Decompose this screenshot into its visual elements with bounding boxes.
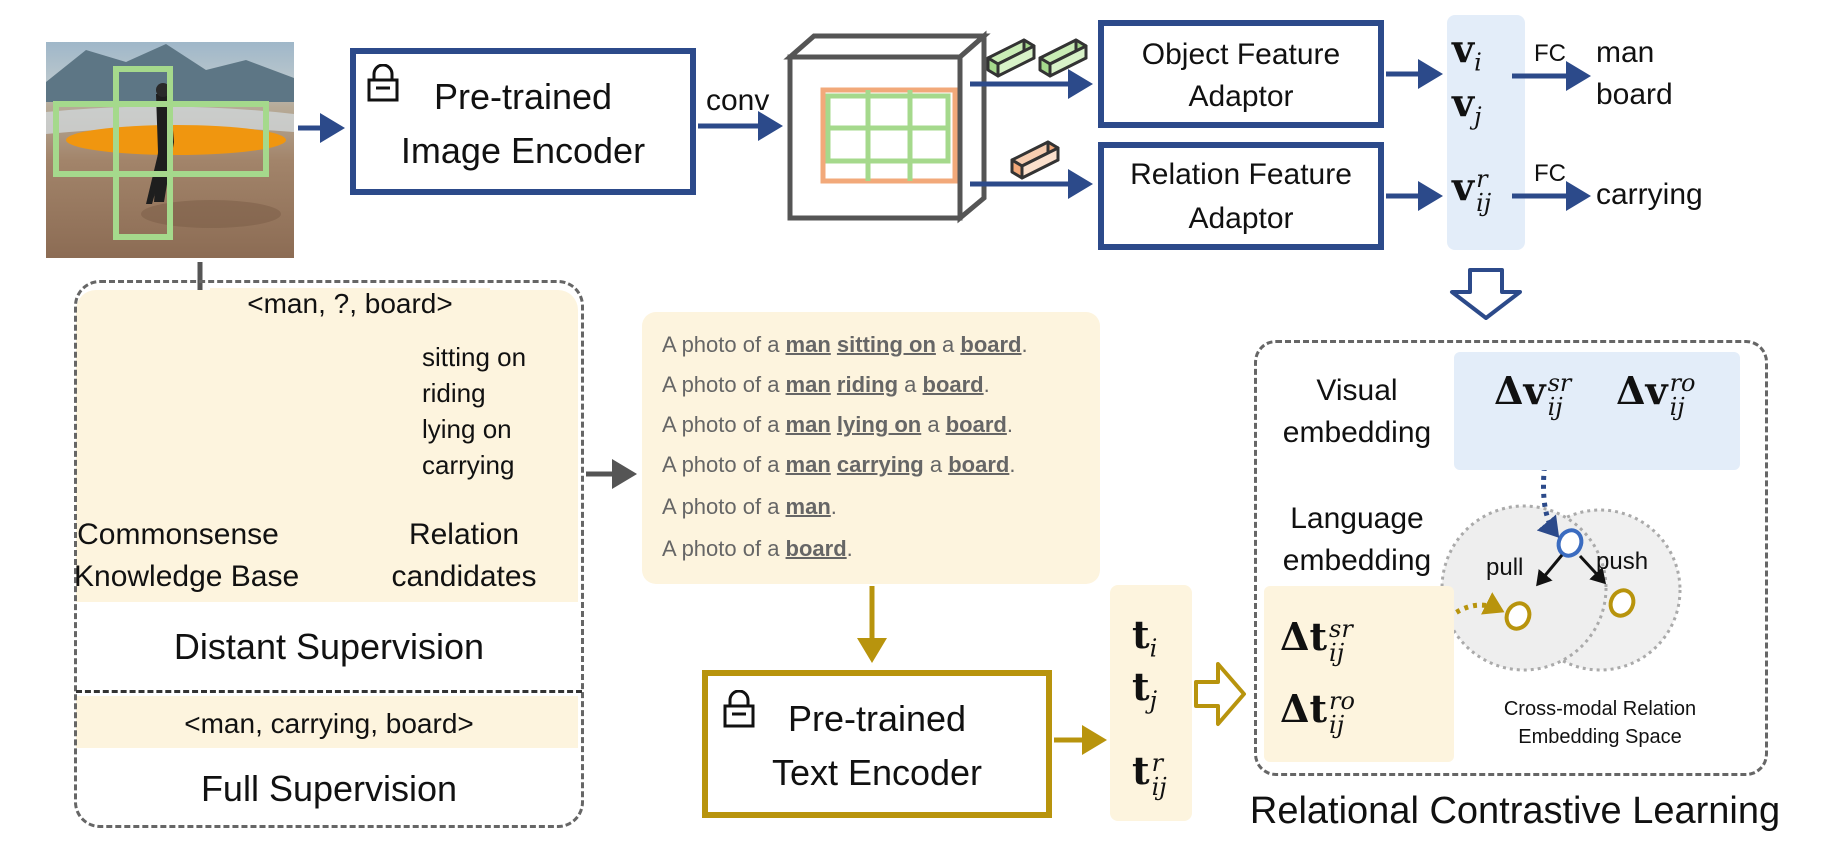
supervision-divider xyxy=(76,690,582,693)
language-projection-curve xyxy=(1434,592,1505,632)
full-supervision-label: Full Supervision xyxy=(200,768,458,809)
full-triplet: <man, carrying, board> xyxy=(184,708,474,739)
embedding-space-label-line1: Cross-modal Relation xyxy=(1503,698,1697,720)
candidates-caption-line1: Relation xyxy=(408,518,520,551)
object-feature-cuboid xyxy=(1038,38,1088,78)
language-embedding-node xyxy=(1608,588,1636,618)
language-embedding-label-line1: Language xyxy=(1290,502,1424,535)
prompt-sentence: A photo of a man sitting on a board. xyxy=(662,332,1028,357)
t-i: ti xyxy=(1132,612,1158,663)
visual-embedding-node xyxy=(1556,528,1584,558)
push-label: push xyxy=(1596,548,1649,575)
candidate-item: carrying xyxy=(422,450,515,480)
fc-label-bottom: FC xyxy=(1534,160,1566,187)
visual-embedding-label-line2: embedding xyxy=(1282,416,1432,449)
distant-supervision-label: Distant Supervision xyxy=(173,626,485,667)
v-i: vi xyxy=(1452,26,1482,77)
visual-embedding-label-line1: Visual xyxy=(1316,374,1398,407)
relation-feature-adaptor-box: Relation Feature Adaptor xyxy=(1098,142,1384,250)
kb-panel-fill xyxy=(76,290,578,602)
candidates-caption-line2: candidates xyxy=(391,560,537,593)
visual-embedding-bg xyxy=(1454,352,1740,470)
output-relation-carrying: carrying xyxy=(1596,178,1703,211)
text-feature-column xyxy=(1110,585,1192,821)
pull-label: pull xyxy=(1486,554,1524,581)
text-encoder-box: Pre-trained Text Encoder xyxy=(702,670,1052,818)
image-encoder-line1: Pre-trained xyxy=(433,76,613,117)
candidate-item: sitting on xyxy=(422,342,527,372)
output-object-board: board xyxy=(1596,78,1673,111)
candidate-item: riding xyxy=(422,378,486,408)
prompt-sentence: A photo of a man riding a board. xyxy=(662,372,990,397)
object-feature-adaptor-box: Object Feature Adaptor xyxy=(1098,20,1384,128)
image-encoder-box: Pre-trained Image Encoder xyxy=(350,48,696,195)
v-j: vj xyxy=(1452,80,1482,131)
supervision-panel xyxy=(74,280,584,828)
candidate-item: lying on xyxy=(422,414,512,444)
prompt-sentence: A photo of a man lying on a board. xyxy=(662,412,1013,437)
embedding-space-label-line2: Embedding Space xyxy=(1518,726,1682,748)
kb-label-line1: Commonsense xyxy=(77,518,279,551)
t-j: tj xyxy=(1132,664,1158,715)
input-image xyxy=(46,42,294,258)
query-triplet: <man, ?, board> xyxy=(210,288,490,320)
right-arrow-to-rcl xyxy=(1194,662,1246,726)
full-triplet-fill xyxy=(76,696,578,748)
lock-icon xyxy=(723,690,755,728)
push-arrow xyxy=(1578,554,1607,585)
lock-icon xyxy=(367,64,399,102)
feature-map-cube xyxy=(783,30,991,224)
image-encoder-line2: Image Encoder xyxy=(400,130,646,171)
text-encoder-line1: Pre-trained xyxy=(787,698,967,739)
fc-label-top: FC xyxy=(1534,40,1566,67)
language-embedding-node xyxy=(1504,601,1532,631)
language-embedding-bg xyxy=(1264,586,1454,762)
visual-projection-curve xyxy=(1536,439,1560,538)
prompt-sentence: A photo of a board. xyxy=(662,536,853,561)
pull-arrow xyxy=(1536,554,1564,587)
object-adaptor-line1: Object Feature xyxy=(1141,38,1341,71)
conv-label: conv xyxy=(706,84,770,117)
output-object-man: man xyxy=(1596,36,1655,69)
relation-adaptor-line1: Relation Feature xyxy=(1130,158,1352,191)
rcl-title: Relational Contrastive Learning xyxy=(1249,790,1781,832)
kb-label-line2: Knowledge Base xyxy=(74,560,300,593)
visual-feature-column xyxy=(1447,15,1525,250)
rcl-panel xyxy=(1254,340,1768,776)
down-arrow-to-rcl xyxy=(1450,268,1522,320)
prompt-panel xyxy=(642,312,1100,584)
relation-adaptor-line2: Adaptor xyxy=(1188,202,1294,235)
relation-feature-cuboid xyxy=(1010,140,1060,180)
text-encoder-line2: Text Encoder xyxy=(771,752,983,793)
prompt-sentence: A photo of a man. xyxy=(662,494,837,519)
image-scene xyxy=(46,44,294,240)
object-feature-cuboid xyxy=(986,38,1036,78)
language-embedding-label-line2: embedding xyxy=(1282,544,1432,577)
prompt-sentence: A photo of a man carrying a board. xyxy=(662,452,1016,477)
object-adaptor-line2: Adaptor xyxy=(1188,80,1294,113)
